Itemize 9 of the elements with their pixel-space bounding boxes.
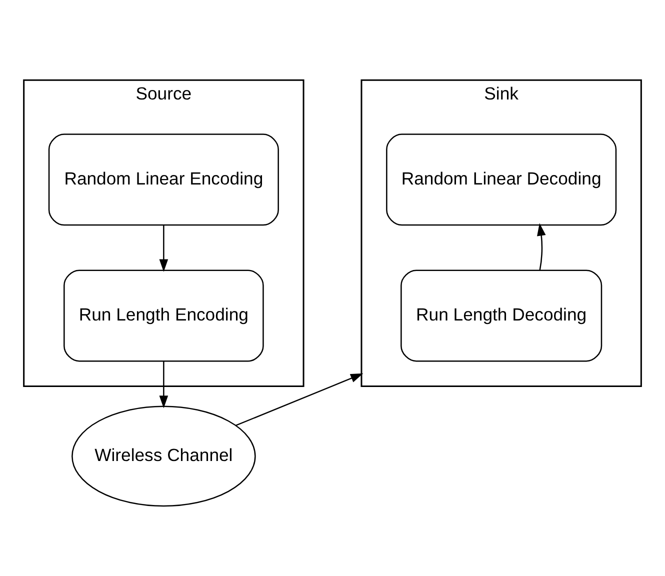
arrow: [537, 223, 546, 270]
arrow: [159, 225, 168, 272]
node-box: Random Linear Decoding: [386, 134, 617, 226]
node-box: Random Linear Encoding: [48, 134, 279, 226]
arrow: [236, 373, 364, 426]
node-box: Run Length Encoding: [64, 270, 264, 362]
node-ellipse: Wireless Channel: [72, 406, 256, 507]
arrow: [159, 361, 168, 408]
node-box: Run Length Decoding: [400, 270, 602, 362]
